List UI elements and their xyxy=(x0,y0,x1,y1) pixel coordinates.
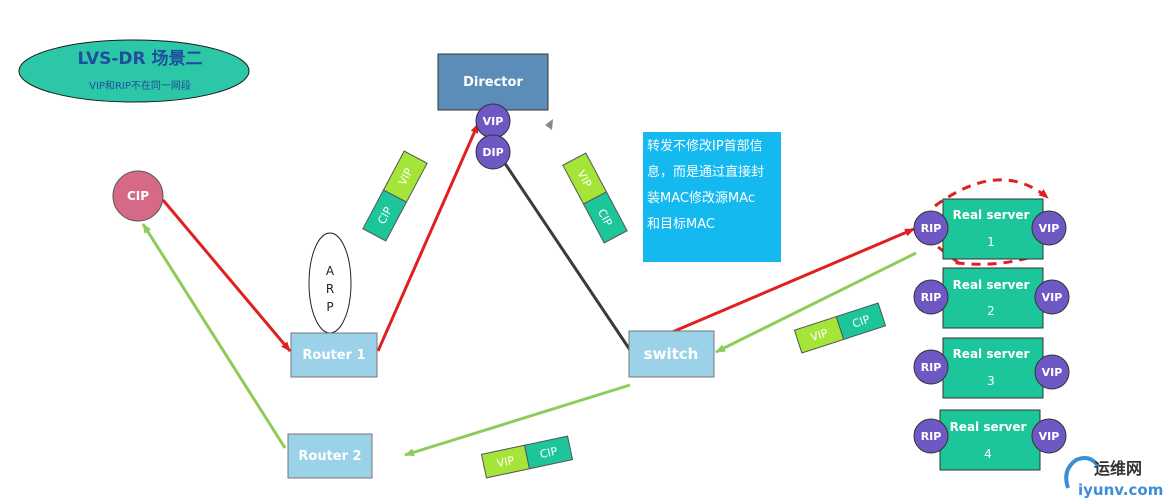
switch-node: switch xyxy=(628,330,715,378)
server1-loop-arrow xyxy=(934,178,1049,208)
director-node: Director VIP DIP xyxy=(437,53,549,170)
server2-name: Real server xyxy=(953,278,1030,292)
cip-node: CIP xyxy=(112,170,164,222)
mac-rewrite-note: 转发不修改IP首部信 息，而是通过直接封 装MAC修改源MAc 和目标MAC xyxy=(643,132,781,262)
switch-to-server1-arrow xyxy=(669,227,915,335)
server2-rip: RIP xyxy=(921,291,942,304)
note-line-1: 转发不修改IP首部信 xyxy=(647,139,763,154)
router1-node: Router 1 xyxy=(290,332,378,378)
packet3-b: CIP xyxy=(851,313,872,331)
subtitle-text: VIP和RIP不在同一网段 xyxy=(89,79,191,92)
response-flow xyxy=(141,223,917,457)
server3-num: 3 xyxy=(987,374,995,388)
arp-letter-a: A xyxy=(326,264,335,278)
cip-to-router1-arrow xyxy=(161,199,292,352)
server4-vip: VIP xyxy=(1039,430,1060,443)
server4-rip: RIP xyxy=(921,430,942,443)
request-flow xyxy=(161,123,1049,352)
server1-name: Real server xyxy=(953,208,1030,222)
real-server-2: Real server 2 RIP VIP xyxy=(913,267,1070,329)
director-label: Director xyxy=(463,75,523,90)
server2-num: 2 xyxy=(987,304,995,318)
watermark-brand: 运维网 xyxy=(1094,459,1142,478)
real-server-4: Real server 4 RIP VIP xyxy=(913,409,1067,471)
router1-to-director-arrow xyxy=(376,123,480,352)
real-server-3: Real server 3 RIP VIP xyxy=(913,337,1070,399)
packet4-a: VIP xyxy=(496,454,516,470)
router2-node: Router 2 xyxy=(287,433,373,479)
packet-cip-vip-up: CIP VIP xyxy=(362,150,428,242)
arp-bubble: A R P xyxy=(308,232,352,334)
server1-rip: RIP xyxy=(921,222,942,235)
watermark-site: iyunv.com xyxy=(1078,481,1163,499)
packet4-b: CIP xyxy=(539,445,559,461)
real-server-1: Real server 1 RIP VIP xyxy=(913,198,1067,260)
server4-num: 4 xyxy=(984,447,992,461)
packet-vip-cip-return: VIP CIP xyxy=(793,302,887,354)
server1-vip: VIP xyxy=(1039,222,1060,235)
director-vip-label: VIP xyxy=(483,115,504,128)
switch-label: switch xyxy=(644,345,699,363)
watermark: 运维网 iyunv.com xyxy=(1064,456,1163,499)
router2-to-cip-arrow xyxy=(141,223,287,449)
note-line-4: 和目标MAC xyxy=(647,217,715,232)
title-text: LVS-DR 场景二 xyxy=(77,49,202,69)
server1-num: 1 xyxy=(987,235,995,249)
director-dip-label: DIP xyxy=(482,146,503,159)
server1-to-switch-arrow xyxy=(715,251,917,354)
router1-label: Router 1 xyxy=(302,348,365,363)
small-arrowhead xyxy=(545,119,553,130)
cip-label: CIP xyxy=(127,189,149,203)
server4-name: Real server xyxy=(950,420,1027,434)
arp-letter-p: P xyxy=(326,300,333,314)
arp-letter-r: R xyxy=(326,282,334,296)
server2-vip: VIP xyxy=(1042,291,1063,304)
packet-vip-cip-down: VIP CIP xyxy=(562,152,628,244)
server3-vip: VIP xyxy=(1042,366,1063,379)
packet3-a: VIP xyxy=(809,326,830,344)
switch-to-router2-arrow xyxy=(404,383,631,457)
note-line-3: 装MAC修改源MAc xyxy=(647,191,755,206)
packet-vip-cip-out: VIP CIP xyxy=(480,435,574,479)
watermark-logo-icon xyxy=(1064,456,1100,489)
server3-name: Real server xyxy=(953,347,1030,361)
server3-rip: RIP xyxy=(921,361,942,374)
router2-label: Router 2 xyxy=(298,449,361,464)
title-badge: LVS-DR 场景二 VIP和RIP不在同一网段 xyxy=(18,39,250,103)
director-to-switch-line xyxy=(498,155,632,351)
note-line-2: 息，而是通过直接封 xyxy=(647,165,765,180)
